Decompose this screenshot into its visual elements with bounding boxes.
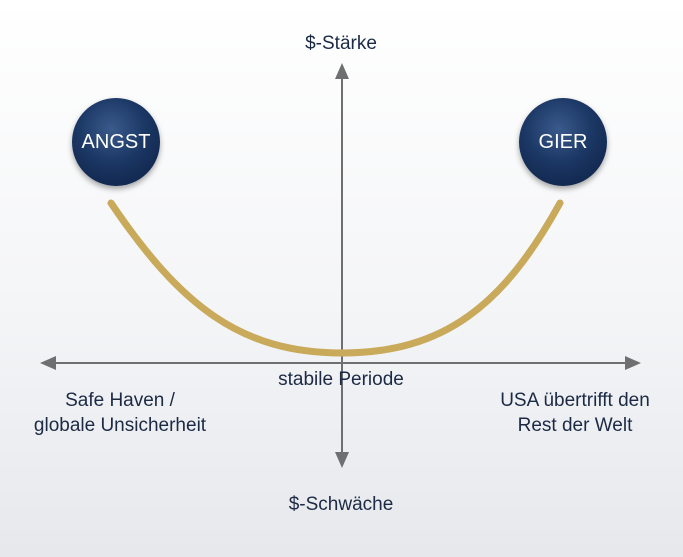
u-curve <box>107 199 564 357</box>
axis-label-right: USA übertrifft den Rest der Welt <box>460 388 683 438</box>
axis-label-top: $-Stärke <box>305 33 377 54</box>
axis-label-left-line: globale Unsicherheit <box>33 415 207 436</box>
axis-label-left: Safe Haven / globale Unsicherheit <box>0 388 240 438</box>
axis-arrow-left <box>40 356 56 370</box>
fear-label: ANGST <box>81 130 151 153</box>
fear-bubble: ANGST <box>72 98 160 186</box>
greed-bubble: GIER <box>519 98 607 186</box>
axis-label-bottom: $-Schwäche <box>288 494 394 515</box>
axis-arrow-right <box>625 356 641 370</box>
axis-label-center: stabile Periode <box>278 369 404 390</box>
axis-arrow-up <box>335 63 349 79</box>
axis-arrow-down <box>335 452 349 468</box>
axis-label-right-line: USA übertrifft den <box>500 390 650 411</box>
greed-label: GIER <box>538 130 588 153</box>
axis-label-left-line: Safe Haven / <box>65 390 175 411</box>
axis-label-right-line: Rest der Welt <box>517 415 633 436</box>
